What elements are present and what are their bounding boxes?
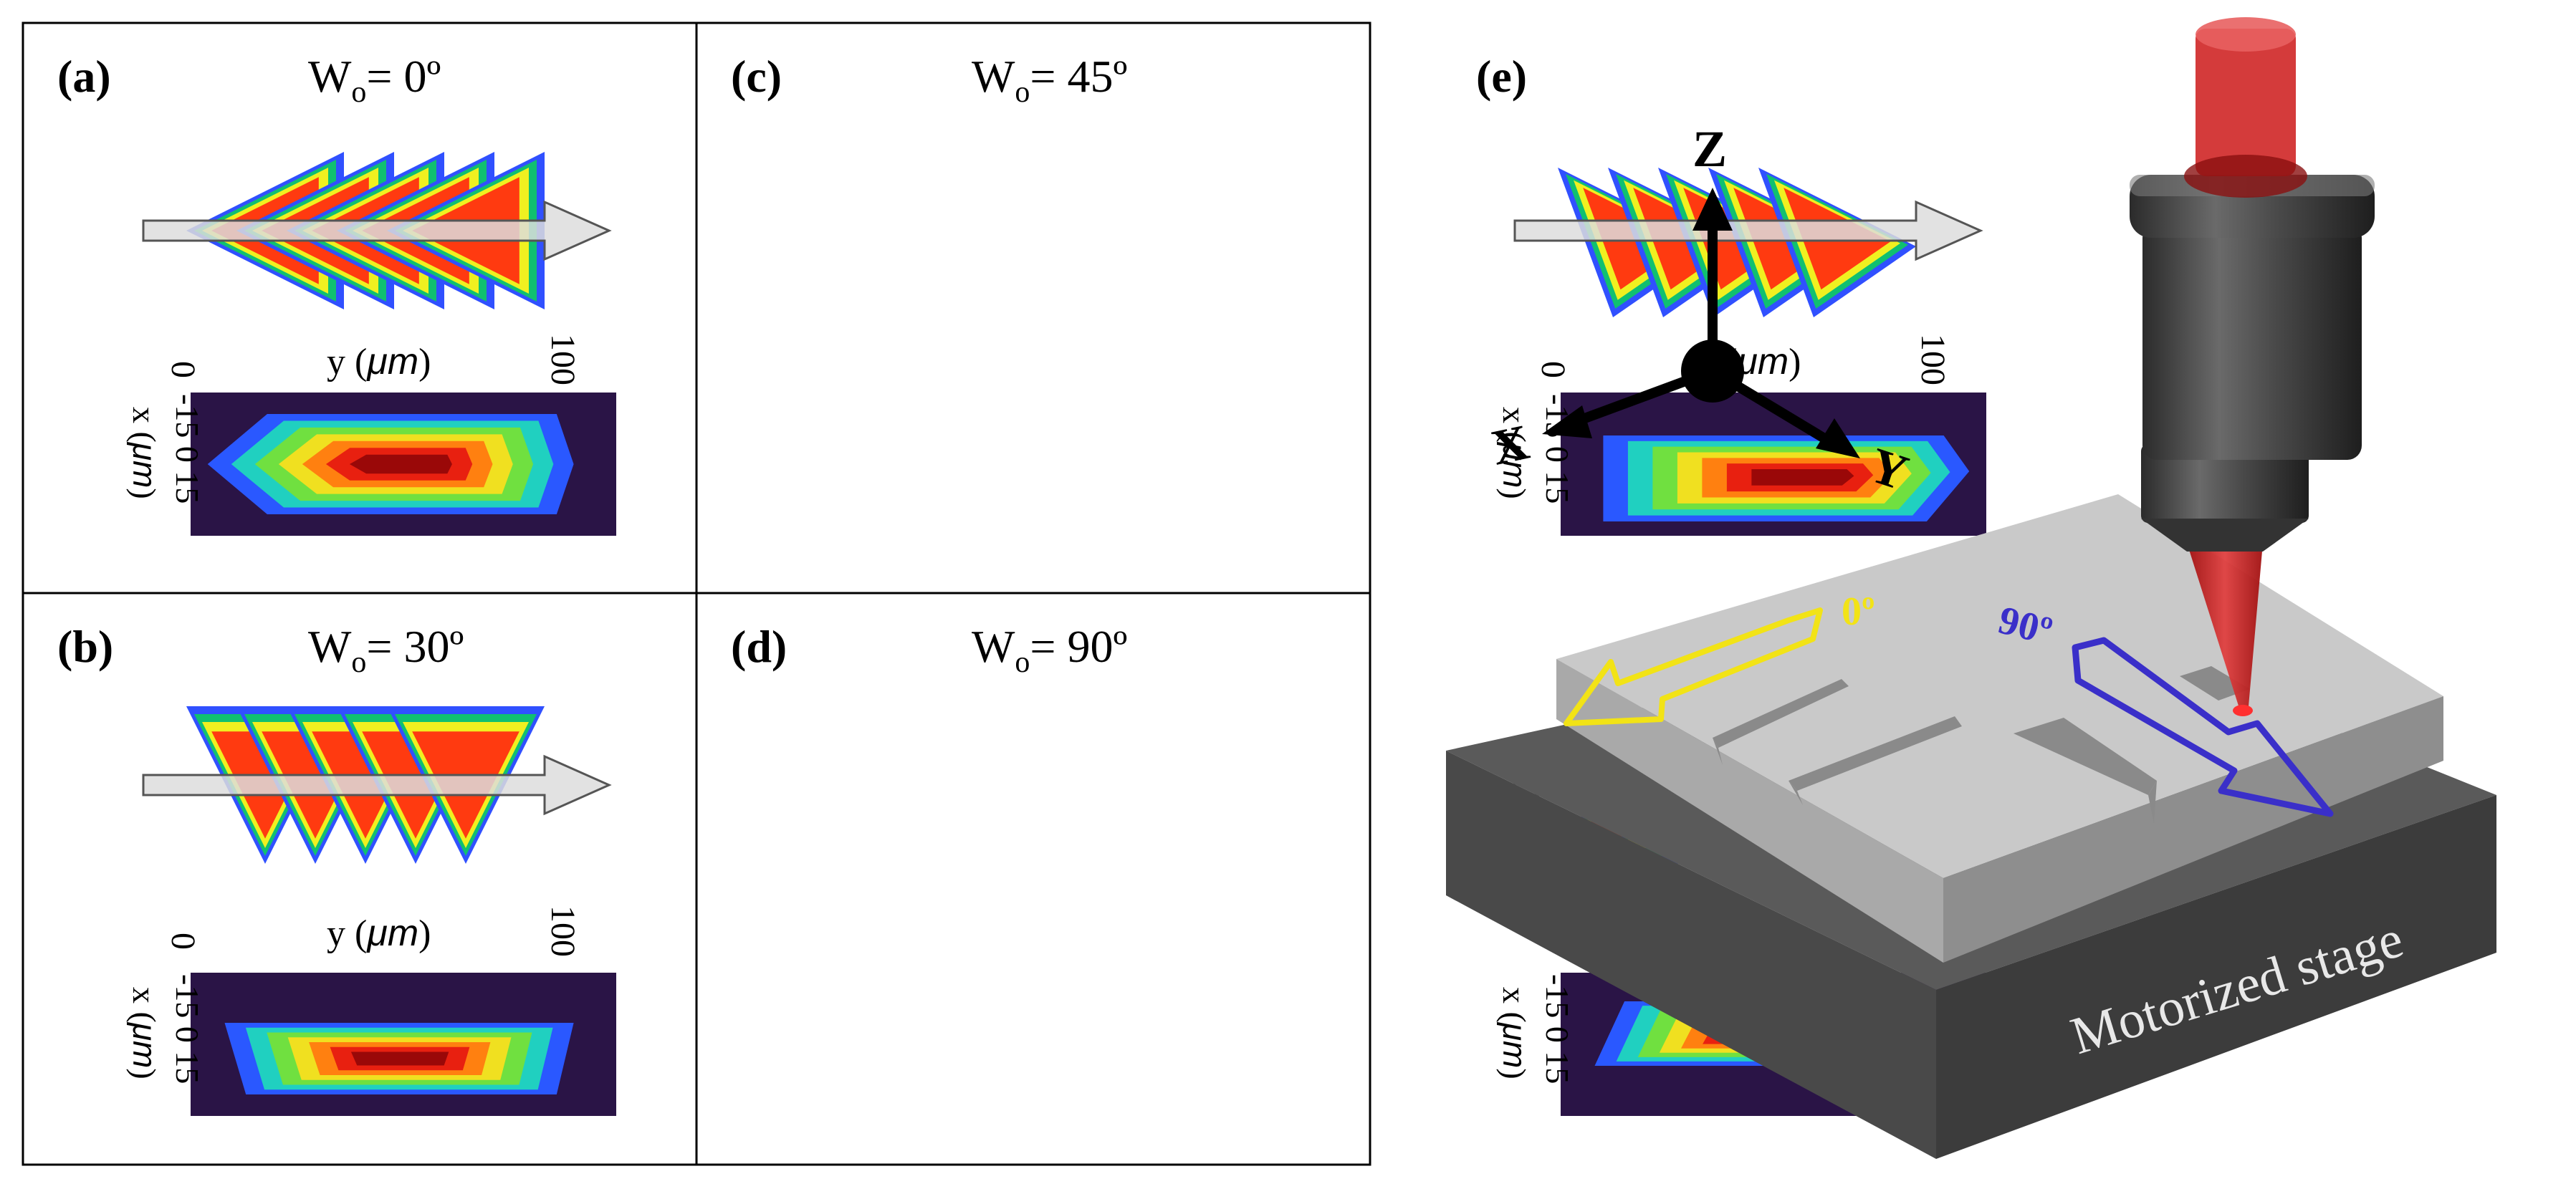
panel-label: (c)	[731, 51, 782, 102]
panel-label: (a)	[57, 51, 111, 102]
panel-b: (b) Wo= 30º y (μm) 0 100 -15 0 15x (μm)	[57, 621, 616, 1116]
heatmap-contour	[349, 454, 452, 474]
y-axis-label: y (μm)	[327, 341, 431, 382]
x-axis-label: x (μm)	[126, 407, 163, 499]
x-tick-labels: -15 0 15	[169, 974, 206, 1084]
x-tick-labels: -15 0 15	[1539, 974, 1576, 1084]
heatmap: y (μm) 0 100 -15 0 15x (μm)	[126, 334, 616, 536]
microscope-objective	[2130, 17, 2375, 716]
axis-z-label: Z	[1692, 120, 1727, 178]
triangle-stack	[142, 152, 612, 309]
y-arrow-icon	[1816, 418, 1860, 458]
panel-title: Wo= 0º	[308, 51, 441, 109]
y-tick-label: 100	[1914, 334, 1952, 385]
panel-title: Wo= 30º	[308, 621, 464, 679]
laser-beam	[2187, 543, 2263, 715]
x-axis-label: x (μm)	[1496, 987, 1533, 1079]
panel-title: Wo= 90º	[972, 621, 1127, 679]
heatmap: y (μm) 0 100 -15 0 15x (μm)	[126, 905, 616, 1116]
origin-dot	[1681, 340, 1744, 403]
triangle-stack	[1513, 168, 1983, 317]
panel-e: (e) Z X Y Motorized stage	[1446, 17, 2496, 1159]
y-tick-label: 0	[164, 361, 202, 378]
x-axis-label: x (μm)	[126, 987, 163, 1079]
y-tick-label: 0	[164, 933, 202, 950]
panel-a: (a) Wo= 0º y (μm) 0 100 -15 0 15x (μm)	[57, 51, 616, 536]
x-tick-labels: -15 0 15	[169, 394, 206, 504]
groove	[1713, 666, 2250, 824]
panel-label: (e)	[1476, 51, 1527, 102]
yellow-0deg-arrow: 0º	[1564, 589, 1874, 726]
z-arrow-icon	[1692, 188, 1733, 231]
scan-direction-arrow-icon	[142, 200, 612, 261]
panel-label: (b)	[57, 621, 113, 672]
laser-input	[2196, 29, 2296, 176]
panel-grid	[21, 21, 1371, 1166]
x-tick-labels: -15 0 15	[1539, 394, 1576, 504]
panel-label: (d)	[731, 621, 787, 672]
y-tick-label: 0	[1534, 361, 1572, 378]
triangle-stack	[142, 706, 612, 864]
y-tick-label: 100	[544, 905, 582, 957]
y-tick-label: 100	[544, 334, 582, 385]
panel-title: Wo= 45º	[972, 51, 1127, 109]
scan-direction-arrow-icon	[142, 754, 612, 816]
angle-0-label: 0º	[1842, 589, 1874, 634]
coordinate-axes: Z X Y	[1487, 120, 1915, 501]
heatmap-contour	[350, 1051, 449, 1066]
y-axis-label: y (μm)	[327, 913, 431, 954]
heatmap-contour	[1751, 468, 1854, 486]
scan-direction-arrow-icon	[1513, 200, 1983, 261]
x-axis-label: x (μm)	[1496, 407, 1533, 499]
x-arrow-icon	[1542, 405, 1592, 438]
